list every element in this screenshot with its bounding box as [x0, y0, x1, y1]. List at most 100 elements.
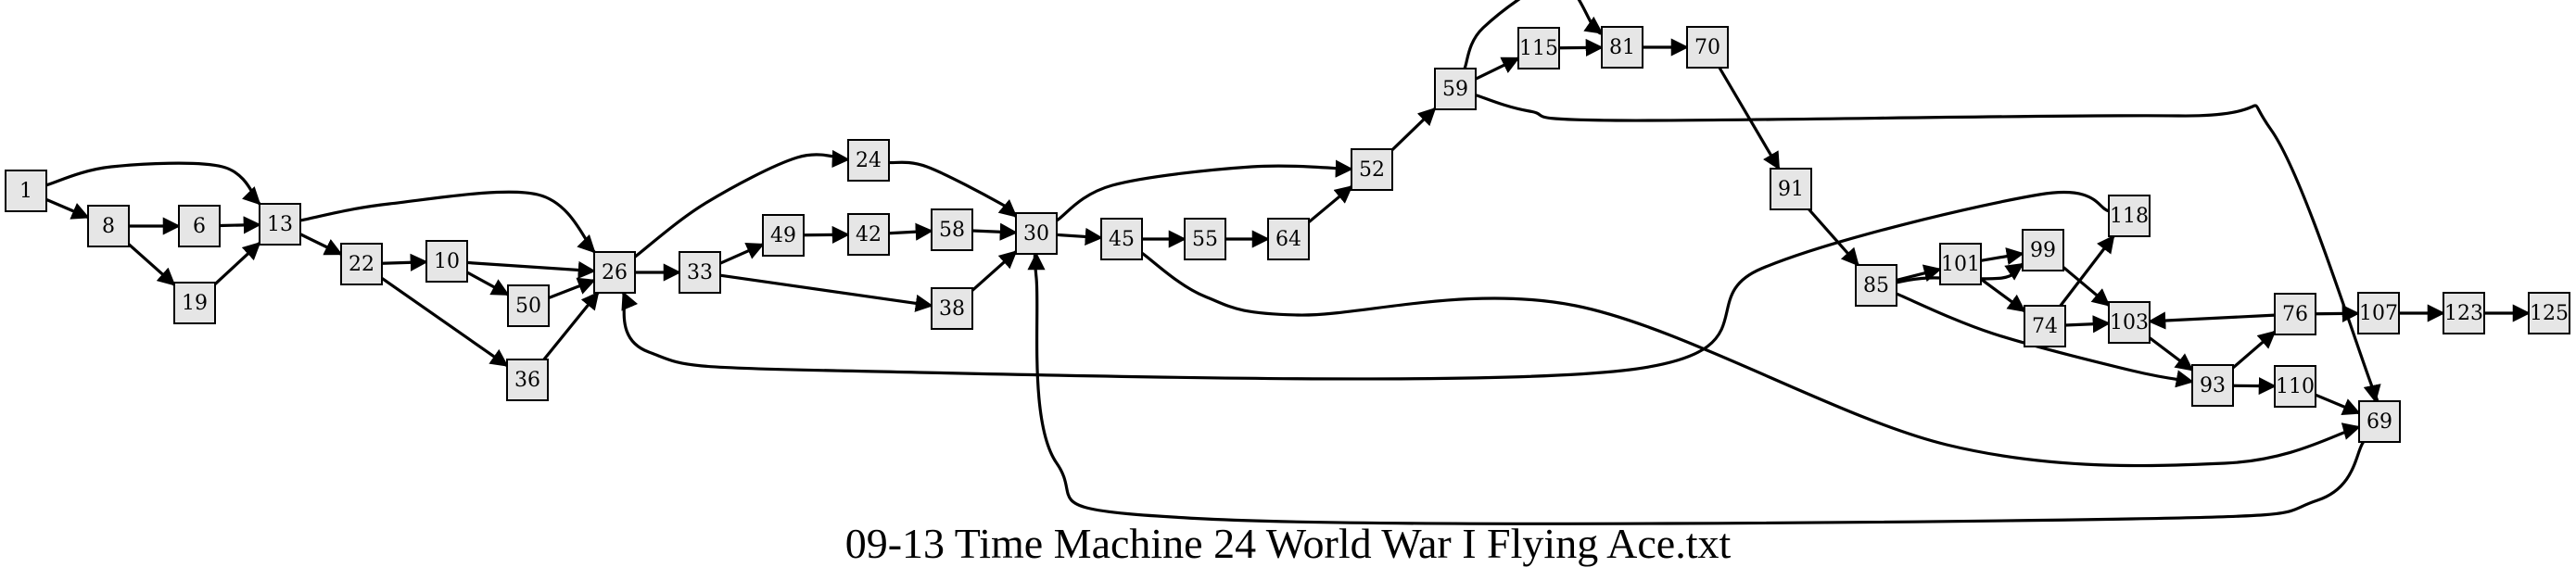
node-74: 74: [2024, 305, 2066, 347]
edge-52-59: [1390, 107, 1437, 151]
node-label: 101: [1941, 253, 1980, 276]
node-70: 70: [1686, 26, 1729, 69]
node-81: 81: [1601, 26, 1643, 69]
node-label: 125: [2530, 302, 2569, 325]
node-box: [340, 243, 383, 285]
node-box: [2357, 292, 2400, 334]
node-123: 123: [2443, 292, 2485, 334]
node-label: 26: [602, 261, 628, 284]
node-22: 22: [340, 243, 383, 285]
edge-103-93: [2149, 336, 2194, 372]
node-box: [1939, 243, 1982, 285]
node-label: 110: [2276, 375, 2315, 398]
edge-76-107: [2315, 304, 2360, 323]
edge-10-50: [466, 271, 510, 296]
edge-59-81: [1463, 0, 1604, 69]
node-36: 36: [506, 359, 549, 401]
edge-13-26: [299, 190, 596, 254]
node-label: 19: [182, 292, 208, 315]
edge-70-91: [1718, 67, 1781, 170]
edge-22-36: [381, 277, 509, 367]
node-91: 91: [1770, 168, 1812, 210]
edge-33-49: [719, 243, 765, 265]
node-box: [1855, 264, 1897, 307]
node-box: [931, 287, 973, 330]
edge-42-58: [888, 222, 933, 241]
edge-99-103: [2062, 266, 2111, 307]
node-label: 45: [1109, 228, 1135, 251]
node-box: [87, 205, 130, 247]
node-label: 22: [349, 253, 374, 276]
node-label: 85: [1863, 274, 1889, 297]
edge-76-103: [2148, 311, 2276, 330]
node-box: [847, 139, 890, 182]
node-10: 10: [425, 240, 468, 283]
node-box: [506, 359, 549, 401]
node-52: 52: [1351, 148, 1393, 191]
edge-45-69: [1141, 251, 2361, 468]
node-42: 42: [847, 213, 890, 256]
node-box: [931, 208, 973, 251]
edge-30-52: [1056, 159, 1353, 222]
node-box: [762, 214, 805, 257]
edge-8-19: [127, 243, 176, 286]
edge-6-13: [219, 216, 261, 234]
node-label: 38: [939, 297, 965, 321]
node-110: 110: [2274, 365, 2316, 408]
node-label: 58: [939, 219, 965, 242]
node-box: [178, 205, 221, 247]
edge-58-30: [971, 222, 1018, 241]
edge-101-74: [1980, 277, 2026, 313]
node-label: 91: [1778, 178, 1804, 201]
node-50: 50: [507, 284, 550, 327]
node-label: 123: [2444, 302, 2483, 325]
node-125: 125: [2528, 292, 2570, 334]
node-93: 93: [2191, 364, 2234, 407]
node-label: 33: [687, 261, 713, 284]
edge-69-30: [1027, 252, 2366, 525]
node-label: 64: [1275, 228, 1301, 251]
node-label: 81: [1609, 36, 1635, 59]
edge-13-22: [299, 233, 343, 256]
node-label: 107: [2359, 302, 2398, 325]
edge-22-10: [381, 253, 428, 271]
node-box: [1100, 218, 1143, 260]
edge-118-26: [621, 190, 2110, 381]
node-box: [593, 251, 636, 294]
edge-19-13: [213, 242, 261, 285]
node-box: [2274, 293, 2316, 335]
node-33: 33: [679, 251, 721, 294]
node-6: 6: [178, 205, 221, 247]
node-label: 10: [434, 250, 460, 273]
node-30: 30: [1015, 212, 1058, 255]
node-label: 1: [19, 180, 32, 203]
node-label: 49: [770, 224, 796, 247]
edge-115-81: [1558, 38, 1604, 57]
node-76: 76: [2274, 293, 2316, 335]
node-label: 115: [1519, 37, 1558, 60]
node-13: 13: [259, 203, 301, 246]
edge-30-45: [1056, 227, 1103, 246]
edge-10-26: [466, 260, 596, 279]
edge-93-76: [2231, 330, 2277, 370]
node-118: 118: [2108, 195, 2151, 237]
node-box: [2024, 305, 2066, 347]
edge-38-30: [971, 250, 1018, 292]
node-label: 24: [856, 149, 882, 172]
edge-93-110: [2232, 376, 2277, 396]
diagram-caption: 09-13 Time Machine 24 World War I Flying…: [844, 520, 1732, 567]
edge-101-99: [1980, 247, 2024, 266]
edge-50-26: [548, 277, 596, 299]
edge-36-26: [542, 291, 600, 361]
node-label: 50: [515, 295, 541, 318]
node-26: 26: [593, 251, 636, 294]
node-box: [425, 240, 468, 283]
node-box: [847, 213, 890, 256]
edge-1-13: [45, 161, 261, 206]
node-label: 52: [1359, 158, 1385, 182]
edge-64-52: [1307, 185, 1353, 223]
edge-59-69: [1475, 94, 2383, 414]
node-box: [1015, 212, 1058, 255]
